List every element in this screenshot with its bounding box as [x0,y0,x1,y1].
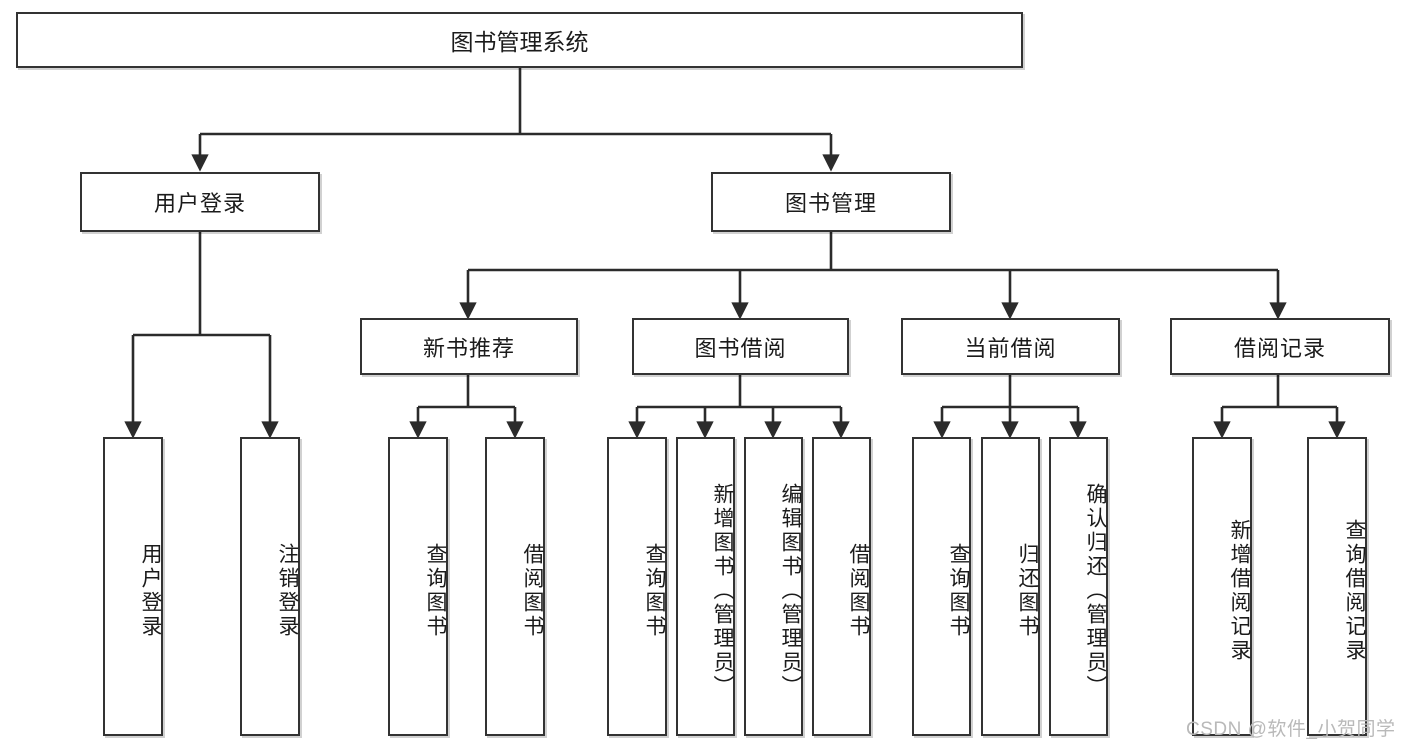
node-label: 确认归还（管理员） [1084,482,1107,699]
node-label: 新增借阅记录 [1228,518,1251,663]
node-leaf-logout-login[interactable]: 注销登录 [240,437,300,736]
node-book-borrow[interactable]: 图书借阅 [632,318,849,375]
node-label: 当前借阅 [964,335,1057,361]
node-label: 查询图书 [424,542,447,639]
node-leaf-borrow-book-2[interactable]: 借阅图书 [812,437,871,736]
node-label: 查询借阅记录 [1343,518,1366,663]
node-leaf-edit-book[interactable]: 编辑图书（管理员） [744,437,803,736]
node-new-book-recommend[interactable]: 新书推荐 [360,318,578,375]
node-label: 查询图书 [643,542,666,639]
node-label: 图书管理系统 [450,29,589,55]
node-user-login[interactable]: 用户登录 [80,172,320,232]
node-borrow-record[interactable]: 借阅记录 [1170,318,1390,375]
node-root-system[interactable]: 图书管理系统 [16,12,1023,68]
node-label: 用户登录 [139,542,162,639]
node-leaf-query-book-1[interactable]: 查询图书 [388,437,448,736]
node-leaf-borrow-book-1[interactable]: 借阅图书 [485,437,545,736]
node-leaf-query-book-3[interactable]: 查询图书 [912,437,971,736]
node-label: 新增图书（管理员） [711,482,734,699]
node-leaf-query-book-2[interactable]: 查询图书 [607,437,667,736]
node-leaf-query-record[interactable]: 查询借阅记录 [1307,437,1367,736]
csdn-watermark: CSDN @软件_小贺同学 [1186,719,1396,740]
node-label: 注销登录 [276,542,299,639]
node-leaf-user-login[interactable]: 用户登录 [103,437,163,736]
node-label: 编辑图书（管理员） [779,482,802,699]
node-label: 借阅记录 [1233,335,1326,361]
node-label: 查询图书 [947,542,970,639]
node-label: 图书借阅 [694,335,787,361]
node-current-borrow[interactable]: 当前借阅 [901,318,1120,375]
node-leaf-confirm-return[interactable]: 确认归还（管理员） [1049,437,1108,736]
node-label: 用户登录 [153,191,246,216]
node-label: 借阅图书 [847,542,870,639]
node-leaf-add-book[interactable]: 新增图书（管理员） [676,437,735,736]
node-leaf-return-book[interactable]: 归还图书 [981,437,1040,736]
node-label: 借阅图书 [521,542,544,639]
node-label: 归还图书 [1016,542,1039,639]
node-leaf-add-record[interactable]: 新增借阅记录 [1192,437,1252,736]
node-label: 图书管理 [784,191,877,216]
node-book-management[interactable]: 图书管理 [711,172,951,232]
node-label: 新书推荐 [422,335,515,361]
